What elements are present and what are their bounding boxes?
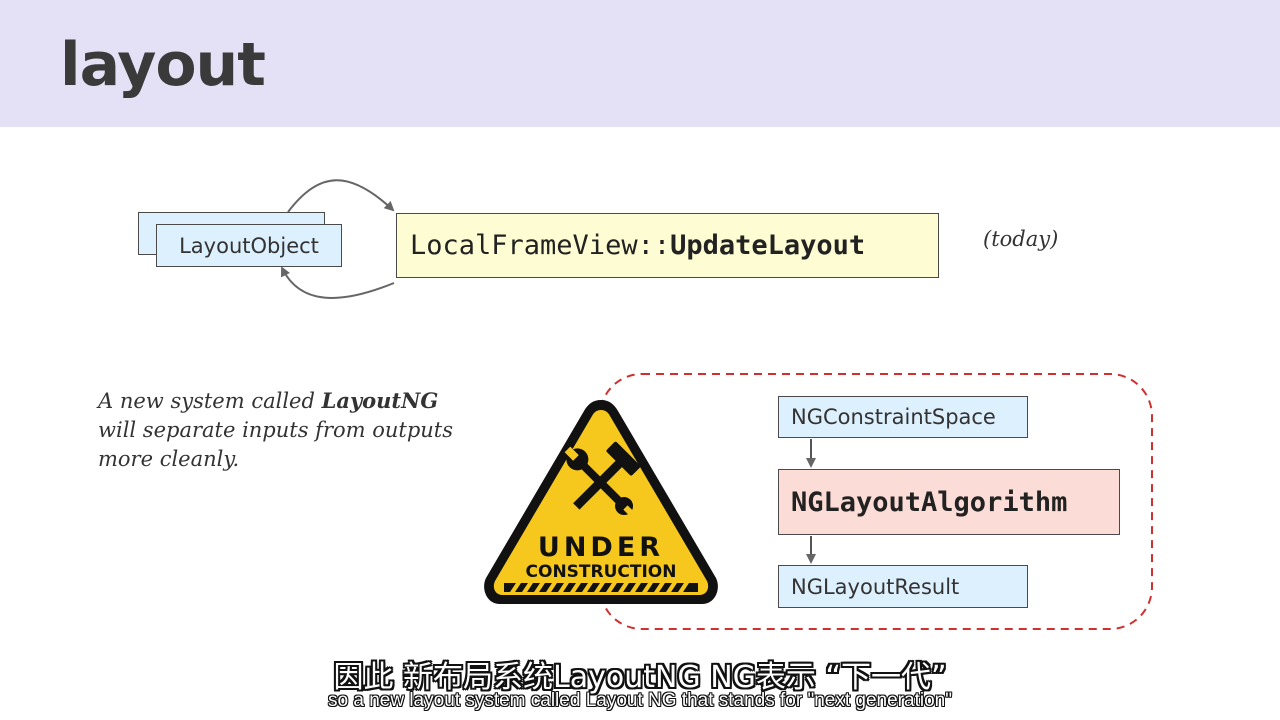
hammer-wrench-icon <box>564 441 641 517</box>
layoutng-description: A new system called LayoutNG will separa… <box>98 386 518 474</box>
under-construction-sign: UNDER CONSTRUCTION <box>484 400 718 604</box>
desc-line2: will separate inputs from outputs <box>98 418 454 442</box>
local-frame-view-prefix: LocalFrameView:: <box>410 230 671 261</box>
slide-title: layout <box>60 30 266 100</box>
local-frame-view-box: LocalFrameView::UpdateLayout <box>396 213 939 278</box>
subtitle-english: so a new layout system called Layout NG … <box>328 690 952 711</box>
ng-layout-algorithm-label: NGLayoutAlgorithm <box>791 486 1068 518</box>
update-layout-method: UpdateLayout <box>670 230 866 261</box>
sign-line2: CONSTRUCTION <box>526 562 677 582</box>
layout-object-box: LayoutObject <box>156 224 342 267</box>
subtitle-chinese: 因此 新布局系统LayoutNG NG表示 “下一代” <box>333 660 947 695</box>
slide-header: layout <box>0 0 1280 127</box>
loop-arrow-bottom <box>281 266 395 299</box>
desc-line3: more cleanly. <box>98 447 240 471</box>
ng-constraint-space-box: NGConstraintSpace <box>778 396 1028 438</box>
ng-layout-algorithm-box: NGLayoutAlgorithm <box>778 469 1120 535</box>
ng-constraint-space-label: NGConstraintSpace <box>791 405 996 429</box>
ng-layout-result-label: NGLayoutResult <box>791 574 960 599</box>
desc-line1-bold: LayoutNG <box>321 388 439 413</box>
layout-object-label: LayoutObject <box>179 233 319 258</box>
today-label: (today) <box>983 227 1059 251</box>
desc-line1-prefix: A new system called <box>98 389 322 413</box>
ng-layout-result-box: NGLayoutResult <box>778 565 1028 608</box>
sign-line1: UNDER <box>538 532 664 563</box>
sign-hazard-stripes <box>504 583 698 592</box>
loop-arrow-top <box>287 179 395 213</box>
